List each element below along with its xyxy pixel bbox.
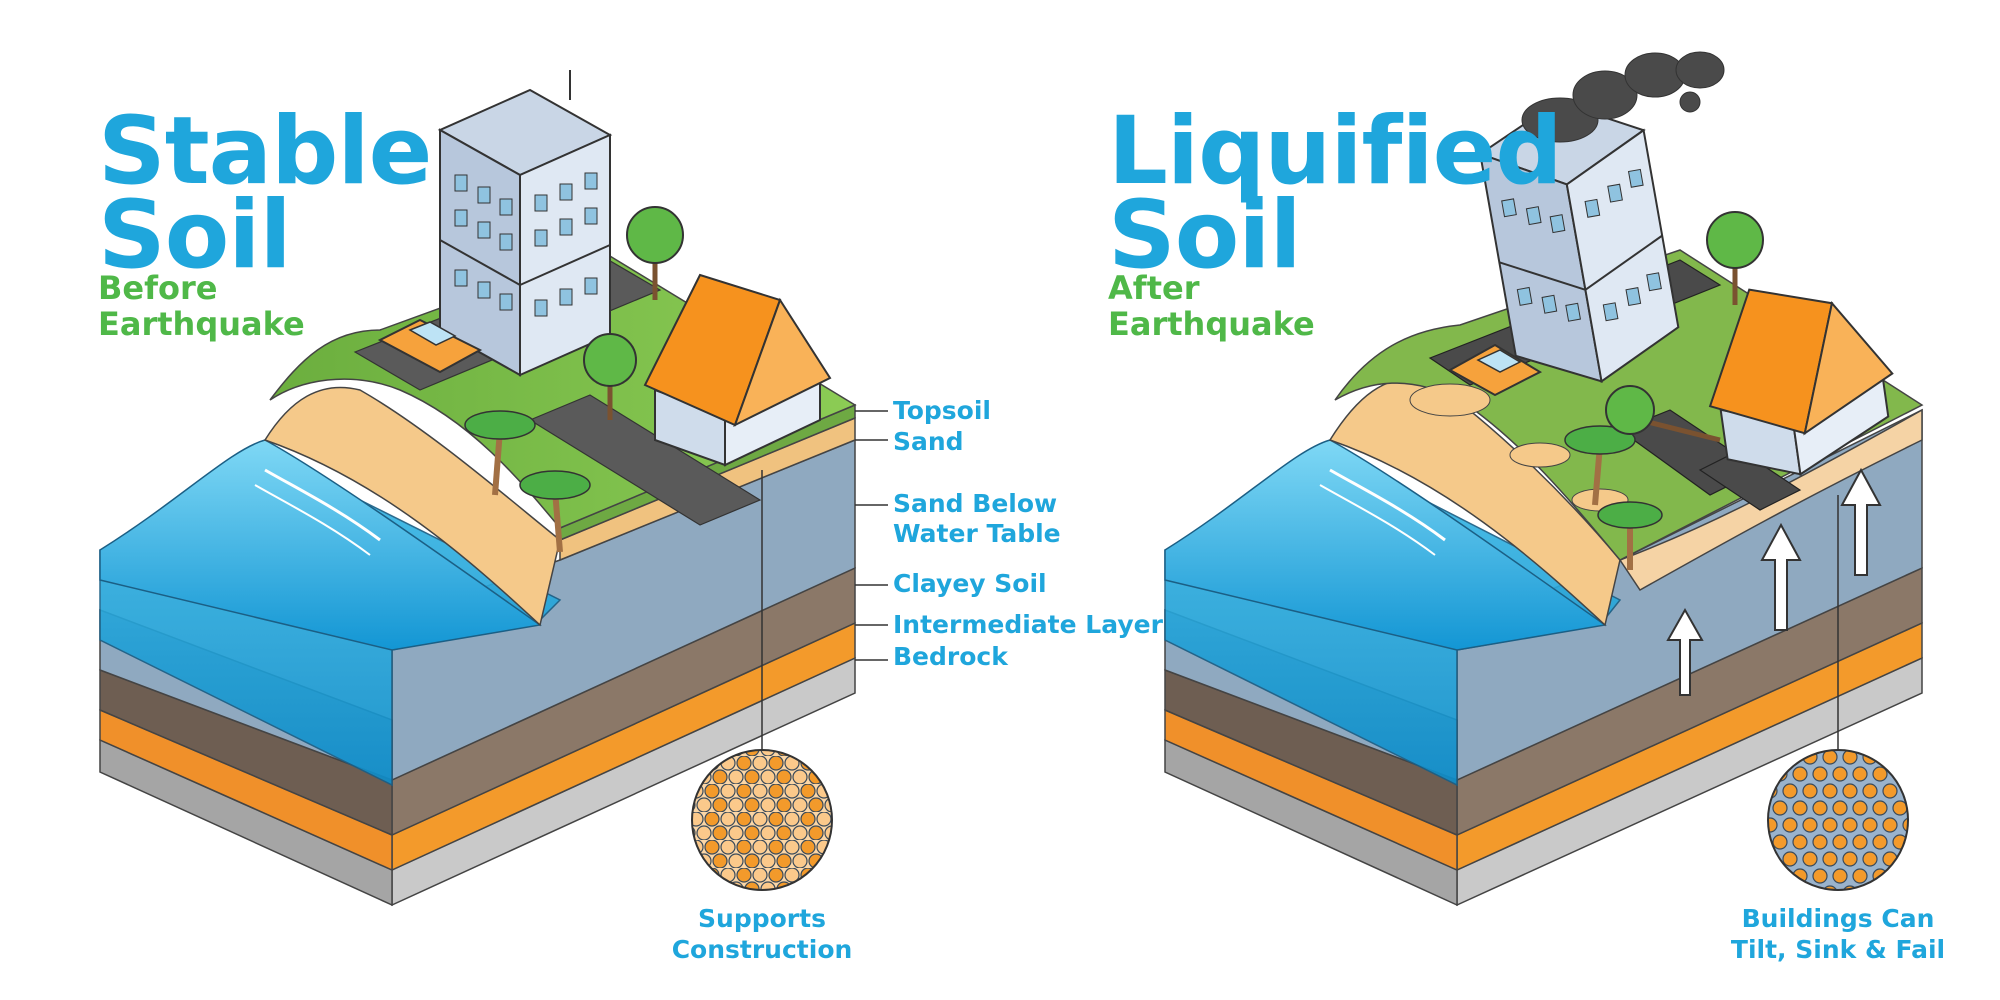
palm-tree (1564, 425, 1636, 506)
palm-tree (1597, 501, 1663, 570)
left-caption-line2: Construction (671, 935, 853, 964)
layer-leader-lines (855, 410, 888, 661)
right-subtitle-line1: After (1108, 269, 1200, 307)
palm-tree (519, 470, 591, 553)
label-intermediate-layer: Intermediate Layer (893, 610, 1163, 639)
tree (583, 333, 637, 420)
wave-crest (254, 484, 371, 556)
liquified-grain-magnifier (1767, 495, 1909, 891)
label-clayey-soil: Clayey Soil (893, 569, 1047, 598)
road-vertical (528, 394, 762, 526)
left-title-line1: Stable (98, 97, 432, 206)
right-face-strata (1456, 408, 1923, 907)
right-title-line1: Liquified (1108, 97, 1563, 206)
left-subtitle-line2: Earthquake (98, 305, 305, 343)
tree (1706, 211, 1764, 305)
beach-sand-top (263, 386, 561, 627)
car (377, 318, 483, 374)
tilted-apartment-building (1478, 100, 1680, 384)
up-arrow-icon (1666, 607, 1704, 696)
upward-arrows (1666, 467, 1882, 696)
tree (626, 206, 684, 300)
wave-crest (1319, 484, 1436, 556)
right-caption: Buildings Can Tilt, Sink & Fail (1718, 903, 1958, 965)
liquified-soil-block (1164, 51, 1924, 907)
stable-grain-magnifier (691, 470, 833, 891)
right-caption-line2: Tilt, Sink & Fail (1730, 935, 1946, 964)
apartment-building (437, 70, 613, 377)
label-sand-below-line1: Sand Below (893, 489, 1058, 518)
left-caption: Supports Construction (662, 903, 862, 965)
fallen-tree (1605, 385, 1721, 443)
right-subtitle-line2: Earthquake (1108, 305, 1315, 343)
right-title-line2: Soil (1108, 181, 1302, 290)
wave-crest (1329, 468, 1446, 542)
smoke-cloud (1521, 51, 1725, 143)
sunken-house (1708, 288, 1894, 476)
left-caption-line1: Supports (698, 904, 826, 933)
left-subtitle: Before Earthquake (98, 270, 305, 342)
stable-soil-block (99, 70, 857, 907)
overturned-car (1447, 343, 1543, 397)
right-subtitle: After Earthquake (1108, 270, 1315, 342)
label-bedrock: Bedrock (893, 642, 1008, 671)
up-arrow-icon (1760, 522, 1802, 631)
left-subtitle-line1: Before (98, 269, 218, 307)
sea-wave-surface (99, 439, 542, 651)
label-sand: Sand (893, 427, 964, 456)
label-sand-below-line2: Water Table (893, 519, 1061, 548)
palm-tree (464, 410, 536, 496)
label-sand-below-water-table: Sand Below Water Table (893, 489, 1061, 549)
right-title: Liquified Soil (1108, 97, 1563, 290)
house (643, 273, 832, 467)
sea-wave-surface (1164, 439, 1607, 651)
right-caption-line1: Buildings Can (1741, 904, 1935, 933)
left-title: Stable Soil (98, 97, 432, 290)
left-title-line2: Soil (98, 181, 292, 290)
up-arrow-icon (1840, 467, 1882, 576)
wave-crest (264, 468, 381, 542)
label-topsoil: Topsoil (893, 396, 991, 425)
